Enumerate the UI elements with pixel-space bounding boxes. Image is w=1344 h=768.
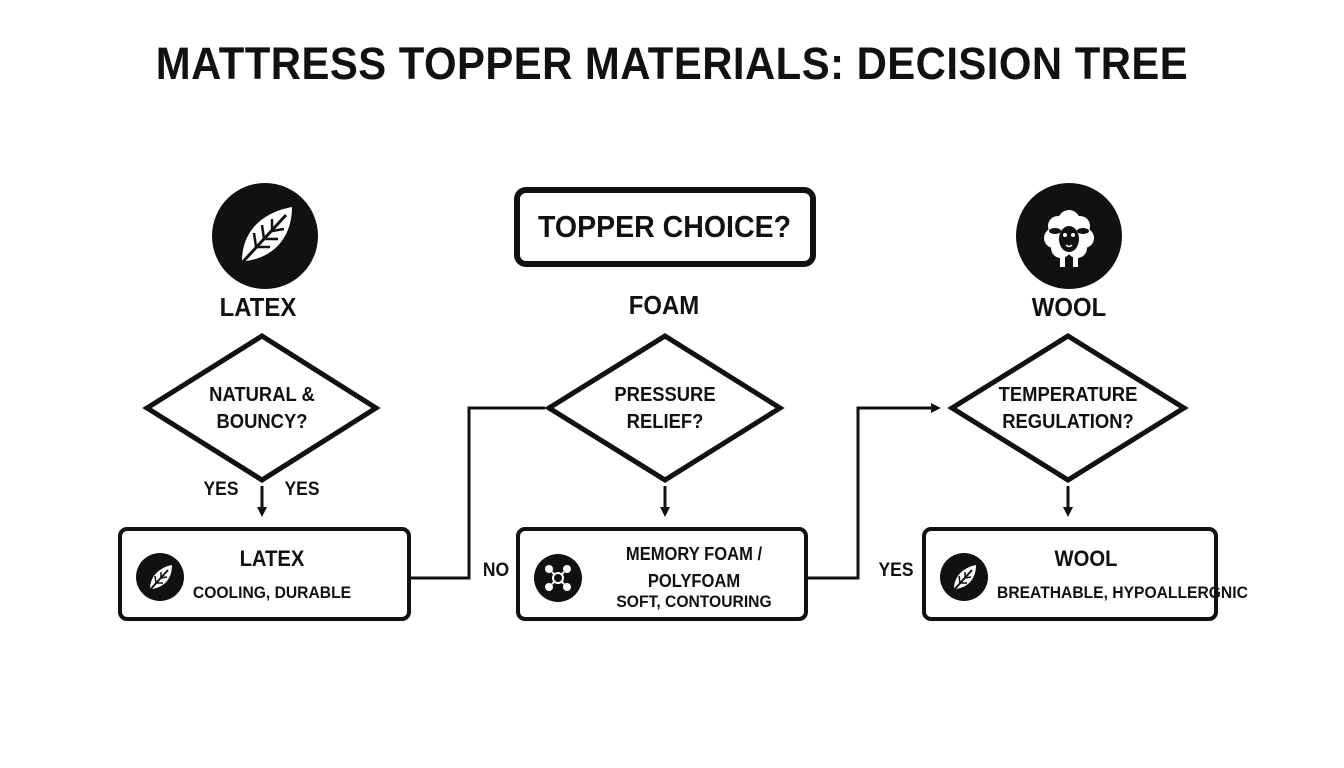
wool-question: TEMPERATURE REGULATION? — [976, 382, 1160, 436]
root-question-text: TOPPER CHOICE? — [538, 209, 792, 244]
foam-question-line2: RELIEF? — [626, 411, 704, 433]
diagram-title: MATTRESS TOPPER MATERIALS: DECISION TREE — [155, 38, 1189, 89]
wool-result-box: WOOL BREATHABLE, HYPOALLERGNIC — [922, 527, 1248, 621]
foam-to-wool-connector — [808, 403, 941, 580]
foam-question-diamond — [544, 333, 785, 483]
foam-branch-label: FOAM — [628, 290, 700, 320]
wool-result-desc: BREATHABLE, HYPOALLERGNIC — [997, 583, 1248, 602]
yes-connector-label: YES — [878, 560, 914, 581]
wool-question-line2: REGULATION? — [1002, 411, 1134, 433]
foam-result-title: MEMORY FOAM / POLYFOAM — [593, 541, 795, 595]
wool-branch-label: WOOL — [1031, 292, 1107, 322]
foam-result-title-line2: POLYFOAM — [647, 571, 741, 591]
latex-question-line1: NATURAL & — [209, 384, 315, 406]
latex-question: NATURAL & BOUNCY? — [179, 382, 345, 436]
foam-question-line1: PRESSURE — [614, 384, 716, 406]
leaf-icon — [940, 553, 988, 601]
wool-result-title: WOOL — [1054, 546, 1118, 571]
leaf-icon — [136, 553, 184, 601]
latex-yes-left-label: YES — [203, 479, 239, 500]
foam-result-desc: SOFT, CONTOURING — [616, 592, 772, 611]
latex-result-desc: COOLING, DURABLE — [192, 583, 352, 602]
root-question-box: TOPPER CHOICE? — [514, 187, 816, 267]
no-connector-label: NO — [482, 560, 510, 581]
wool-question-line1: TEMPERATURE — [998, 384, 1138, 406]
latex-result-box: LATEX COOLING, DURABLE — [118, 527, 411, 621]
foam-cells-icon — [534, 554, 582, 602]
latex-result-title: LATEX — [239, 546, 305, 571]
wool-question-diamond — [947, 333, 1189, 483]
leaf-icon — [212, 183, 318, 289]
latex-question-line2: BOUNCY? — [216, 411, 308, 433]
foam-result-box: MEMORY FOAM / POLYFOAM SOFT, CONTOURING — [516, 527, 808, 621]
foam-question: PRESSURE RELIEF? — [582, 382, 748, 436]
latex-to-foam-connector — [410, 406, 545, 580]
latex-yes-right-label: YES — [284, 479, 320, 500]
latex-branch-label: LATEX — [219, 292, 297, 322]
foam-result-title-line1: MEMORY FOAM / — [625, 544, 763, 564]
sheep-icon — [1016, 183, 1122, 289]
latex-question-diamond — [142, 333, 381, 483]
